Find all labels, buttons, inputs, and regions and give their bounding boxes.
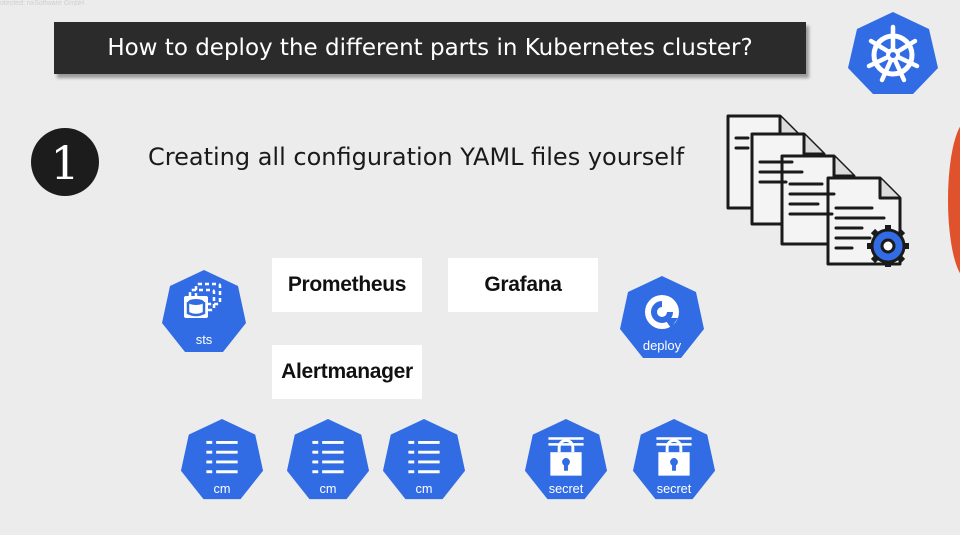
configmap-icon: cm: [382, 418, 466, 500]
yaml-files-icon: [726, 114, 909, 267]
kubernetes-logo-icon: [848, 12, 938, 94]
step-number-badge: 1: [31, 128, 99, 196]
statefulset-icon: sts: [162, 270, 246, 352]
grafana-box: Grafana: [448, 258, 598, 312]
configmap-icon: cm: [180, 418, 264, 500]
configmap-icon: cm: [286, 418, 370, 500]
cm-label: cm: [214, 482, 231, 496]
cm-label: cm: [416, 482, 433, 496]
cm-label: cm: [320, 482, 337, 496]
title-banner: How to deploy the different parts in Kub…: [54, 22, 806, 74]
sts-label: sts: [196, 332, 213, 347]
gear-icon: [867, 225, 909, 267]
secret-icon: secret: [524, 418, 608, 500]
deployment-icon: deploy: [620, 276, 704, 358]
secret-icon: secret: [632, 418, 716, 500]
page-title: How to deploy the different parts in Kub…: [107, 35, 753, 61]
step-description: Creating all configuration YAML files yo…: [148, 143, 685, 171]
watermark: otected: nxSoftware GmbH: [0, 0, 85, 7]
step-number: 1: [50, 136, 80, 190]
decorative-shape: [948, 120, 960, 280]
secret-label: secret: [549, 482, 584, 496]
alertmanager-box: Alertmanager: [272, 345, 422, 399]
prometheus-box: Prometheus: [272, 258, 422, 312]
deploy-label: deploy: [643, 338, 682, 353]
secret-label: secret: [657, 482, 692, 496]
